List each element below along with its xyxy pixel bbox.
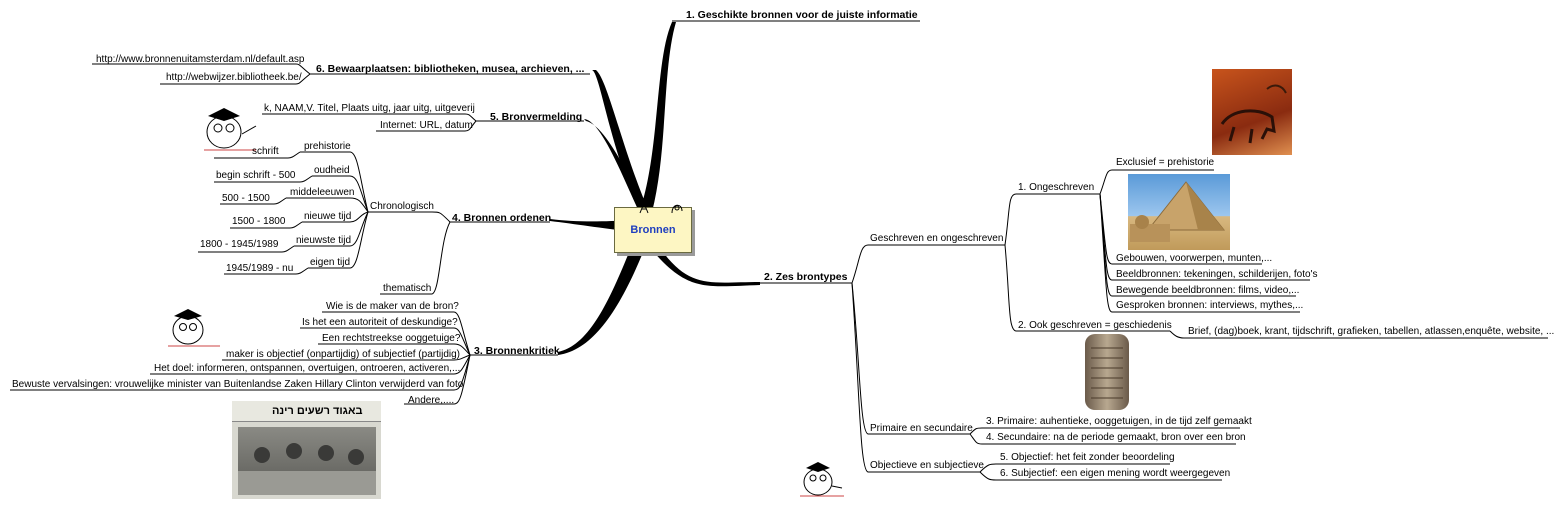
branch-b3: [558, 240, 646, 355]
owl-mascot-icon: [800, 462, 844, 497]
ongeschreven-item[interactable]: Beeldbronnen: tekeningen, schilderijen, …: [1116, 269, 1318, 280]
brief-node[interactable]: Brief, (dag)boek, krant, tijdschrift, gr…: [1188, 326, 1555, 337]
period-name[interactable]: nieuwe tijd: [304, 211, 352, 222]
branch-5-label[interactable]: 5. Bronvermelding: [490, 111, 583, 123]
objectief-node[interactable]: 5. Objectief: het feit zonder beoordelin…: [1000, 452, 1175, 463]
branch-b5: [584, 119, 650, 216]
period-name[interactable]: eigen tijd: [310, 257, 351, 268]
period-range[interactable]: begin schrift - 500: [216, 170, 296, 181]
central-topic[interactable]: Bronnen: [614, 207, 692, 253]
branch-b1: [640, 22, 676, 212]
branch-6-label[interactable]: 6. Bewaarplaatsen: bibliotheken, musea, …: [316, 63, 585, 75]
owl-mascot-icon: [204, 108, 257, 151]
branch-b2: [652, 248, 760, 287]
ongeschreven-item[interactable]: Bewegende beeldbronnen: films, video,...: [1116, 285, 1300, 296]
branch-1-label[interactable]: 1. Geschikte bronnen voor de juiste info…: [686, 9, 918, 21]
period-name[interactable]: nieuwste tijd: [296, 235, 352, 246]
period-range[interactable]: 1945/1989 - nu: [226, 263, 294, 274]
newspaper-headline: באגוד רשעים רינה: [272, 405, 363, 417]
period-range[interactable]: 1500 - 1800: [232, 216, 286, 227]
branch-2-label[interactable]: 2. Zes brontypes: [764, 271, 848, 283]
ongeschreven-node[interactable]: 1. Ongeschreven: [1018, 182, 1095, 193]
period-name[interactable]: oudheid: [314, 165, 350, 176]
period-name[interactable]: prehistorie: [304, 141, 351, 152]
kritiek-item[interactable]: Het doel: informeren, ontspannen, overtu…: [154, 363, 461, 374]
newspaper-photo-image: באגוד רשעים רינה: [232, 401, 381, 499]
kritiek-item[interactable]: Is het een autoriteit of deskundige?: [302, 317, 458, 328]
period-range[interactable]: 500 - 1500: [222, 193, 270, 204]
url-webwijzer[interactable]: http://webwijzer.bibliotheek.be/: [166, 72, 302, 83]
kritiek-item[interactable]: Een rechtstreekse ooggetuige?: [322, 333, 461, 344]
ongeschreven-item[interactable]: Gebouwen, voorwerpen, munten,...: [1116, 253, 1273, 264]
period-name[interactable]: middeleeuwen: [290, 187, 355, 198]
exclusief-node[interactable]: Exclusief = prehistorie: [1116, 157, 1215, 168]
clay-cylinder-image: [1085, 334, 1129, 410]
branch-b4: [550, 219, 634, 232]
url-bronnenuitamsterdam[interactable]: http://www.bronnenuitamsterdam.nl/defaul…: [96, 54, 305, 65]
attachment-clip-icon: [639, 201, 683, 214]
thematisch-node[interactable]: thematisch: [383, 283, 432, 294]
subjectief-node[interactable]: 6. Subjectief: een eigen mening wordt we…: [1000, 468, 1231, 479]
internetvermelding-node[interactable]: Internet: URL, datum: [380, 120, 473, 131]
kritiek-item[interactable]: maker is objectief (onpartijdig) of subj…: [226, 349, 460, 360]
primsec-node[interactable]: Primaire en secundaire: [870, 423, 973, 434]
cave-painting-image: [1212, 69, 1292, 155]
period-range[interactable]: schrift: [252, 146, 279, 157]
branch-b6: [592, 70, 650, 214]
central-topic-label: Bronnen: [630, 224, 676, 236]
pyramid-sphinx-image: [1128, 174, 1230, 250]
period-range[interactable]: 1800 - 1945/1989: [200, 239, 279, 250]
ongeschreven-item[interactable]: Gesproken bronnen: interviews, mythes,..…: [1116, 300, 1304, 311]
owl-mascot-icon: [168, 309, 220, 347]
objsub-node[interactable]: Objectieve en subjectieve: [870, 460, 984, 471]
geschreven-node[interactable]: Geschreven en ongeschreven: [870, 233, 1004, 244]
kritiek-item[interactable]: Bewuste vervalsingen: vrouwelijke minist…: [12, 379, 464, 390]
ookgeschreven-node[interactable]: 2. Ook geschreven = geschiedenis: [1018, 320, 1172, 331]
branch-3-label[interactable]: 3. Bronnenkritiek: [474, 345, 560, 357]
chronologisch-node[interactable]: Chronologisch: [370, 201, 434, 212]
branch-4-label[interactable]: 4. Bronnen ordenen: [452, 212, 552, 224]
kritiek-item[interactable]: Wie is de maker van de bron?: [326, 301, 459, 312]
primair-node[interactable]: 3. Primaire: auhentieke, ooggetuigen, in…: [986, 416, 1252, 427]
secundair-node[interactable]: 4. Secundaire: na de periode gemaakt, br…: [986, 432, 1246, 443]
boekvermelding-node[interactable]: k, NAAM,V. Titel, Plaats uitg, jaar uitg…: [264, 103, 475, 114]
kritiek-item[interactable]: Andere,....: [408, 395, 455, 406]
